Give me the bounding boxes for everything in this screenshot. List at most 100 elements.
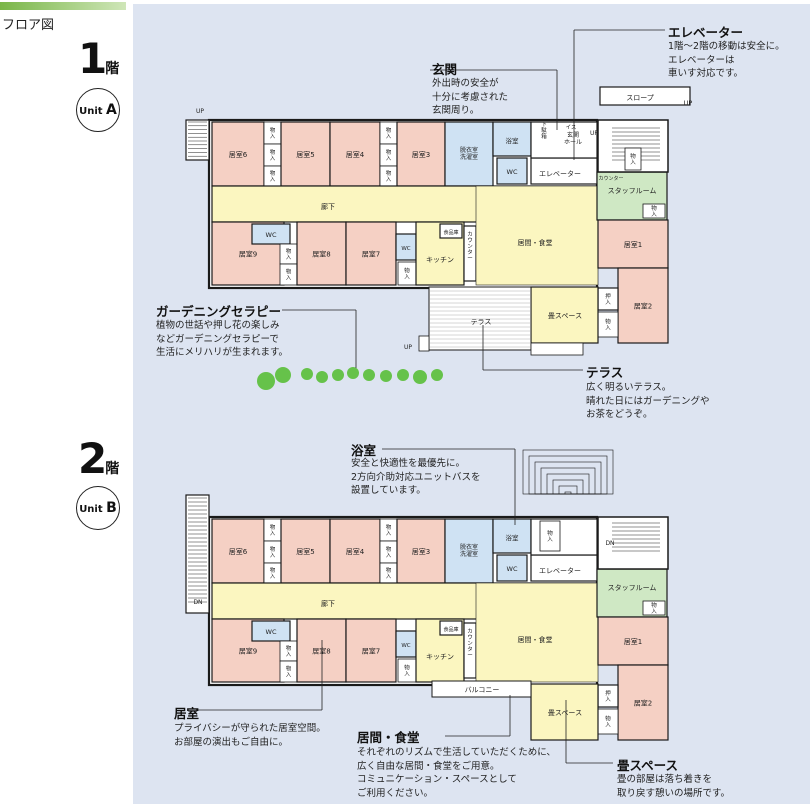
pantry-label: 食品庫: [443, 229, 458, 236]
room-3-label: 居室3: [412, 547, 430, 556]
unit-a-badge: Unit A: [76, 88, 120, 132]
pantry-label: 食品庫: [443, 626, 458, 633]
storage-9b-label: 物入: [286, 268, 292, 282]
room-6-label: 居室6: [229, 150, 248, 159]
garden-tree-10: [431, 369, 443, 381]
terrace-step: [530, 342, 584, 356]
title-accent-bar: [0, 2, 126, 10]
elevator-block: [530, 157, 598, 185]
balcony: [431, 680, 532, 698]
annotation-bath-body: 安全と快適性を最優先に。 2方向介助対応ユニットバスを 設置しています。: [351, 458, 481, 496]
tatami-label: 畳スペース: [548, 312, 582, 320]
annotation-tatami-body: 畳の部屋は落ち着きを 取り戻す憩いの場所です。: [617, 774, 731, 799]
garden-tree-3: [316, 371, 328, 383]
room-6-label: 居室6: [229, 547, 248, 556]
corridor-label: 廊下: [321, 599, 335, 608]
garden-tree-9: [413, 370, 427, 384]
hall-label: 玄関ホール: [564, 131, 582, 146]
wc-lower-label: WC: [266, 231, 277, 239]
room-2-label: 居室2: [634, 302, 652, 311]
storage-staff-label: 物入: [651, 601, 657, 615]
annotation-entrance-body: 外出時の安全が 十分に考慮された 玄関周り。: [432, 78, 509, 116]
floor-kanji: 階: [105, 461, 120, 477]
slope-label: スロープ: [626, 94, 654, 102]
garden-tree-7: [380, 370, 392, 382]
annotation-elevator-title: エレベーター: [668, 25, 744, 40]
living-dining: [475, 185, 599, 286]
room-4-label: 居室4: [346, 547, 365, 556]
entrance-hall: [530, 121, 598, 159]
annotation-tatami-title: 畳スペース: [617, 758, 679, 773]
storage-9a-label: 物入: [286, 247, 292, 261]
undress-room: [444, 121, 494, 187]
storage-4a-label: 物入: [386, 126, 392, 140]
outdoor-stair-up-label: UP: [196, 108, 204, 115]
roof-skylight-0: [522, 449, 614, 495]
storage-7a-label: 物入: [404, 267, 410, 281]
chair-label: イス: [566, 124, 577, 131]
oshiire-label: 押入: [605, 292, 611, 306]
entrance-label: 下駄箱: [541, 121, 547, 140]
living-label: 居間・食堂: [518, 635, 553, 644]
floor-1-label: 1階: [78, 34, 119, 83]
living-label: 居間・食堂: [518, 238, 553, 247]
room-8: [296, 221, 347, 286]
unit-letter: B: [106, 500, 117, 516]
storage-staff-label: 物入: [651, 204, 657, 218]
wc-upper-label: WC: [507, 565, 518, 573]
roof-skylight-6: [558, 485, 578, 495]
annotation-living-body: それぞれのリズムで生活していただくために、 広く自由な居間・食堂をご用意。 コミ…: [357, 747, 556, 799]
corridor-label: 廊下: [321, 202, 335, 211]
room-2-label: 居室2: [634, 699, 652, 708]
annotation-terrace-body: 広く明るいテラス。 晴れた日にはガーデニングや お茶をどうぞ。: [586, 382, 710, 420]
room-9-label: 居室9: [239, 250, 257, 259]
kitchen-label: キッチン: [426, 256, 454, 264]
annotation-bath-title: 浴室: [351, 443, 377, 458]
storage-6c-label: 物入: [270, 169, 276, 183]
tatami-space: [530, 683, 599, 741]
storage-elevator-label: 物入: [630, 152, 636, 166]
slope: [599, 86, 691, 106]
staff-label: スタッフルーム: [608, 186, 657, 195]
floor-kanji: 階: [105, 61, 120, 77]
pantry: [439, 620, 463, 636]
bath-label: 浴室: [506, 136, 520, 145]
room-8: [296, 618, 347, 683]
unit-b-badge: Unit B: [76, 486, 120, 530]
storage-bath-2f: [539, 520, 561, 552]
storage-6a-label: 物入: [270, 126, 276, 140]
kitchen-label: キッチン: [426, 653, 454, 661]
storage-7a-label: 物入: [404, 664, 410, 678]
counter-small-label: カウンター: [598, 175, 623, 182]
storage-6a-label: 物入: [270, 523, 276, 537]
garden-tree-8: [397, 369, 409, 381]
storage-elevator: [624, 147, 642, 171]
wc-small-label: WC: [401, 246, 410, 252]
wc-lower-label: WC: [266, 628, 277, 636]
terrace-label: テラス: [471, 318, 492, 326]
room-1-label: 居室1: [624, 637, 642, 646]
annotation-gardening-title: ガーデニングセラピー: [156, 304, 282, 319]
garden-tree-5: [347, 367, 359, 379]
garden-tree-2: [301, 368, 313, 380]
roof-skylight-3: [540, 467, 596, 495]
wc-upper: [496, 554, 528, 582]
annotation-room-title: 居室: [174, 706, 200, 721]
annotation-gardening-body: 植物の世話や押し花の楽しみ などガーデニングセラピーで 生活にメリハリが生まれま…: [156, 320, 289, 358]
unit-prefix: Unit: [79, 106, 103, 117]
annotation-elevator-body: 1階～2階の移動は安全に。 エレベーターは 車いす対応です。: [668, 41, 785, 79]
tatami-space: [530, 286, 599, 344]
floor-2-label: 2階: [78, 434, 119, 483]
tatami-label: 畳スペース: [548, 709, 582, 717]
storage-9b-label: 物入: [286, 665, 292, 679]
room-1-label: 居室1: [624, 240, 642, 249]
balcony-label: バルコニー: [465, 686, 500, 694]
storage-6b-label: 物入: [270, 148, 276, 162]
garden-tree-1: [275, 367, 291, 383]
outdoor-dn-label: DN: [193, 599, 202, 606]
wc-upper: [496, 157, 528, 185]
storage-2-label: 物入: [605, 715, 611, 729]
room-4: [329, 121, 381, 187]
wc-lower: [251, 620, 291, 642]
oshiire-label: 押入: [605, 689, 611, 703]
